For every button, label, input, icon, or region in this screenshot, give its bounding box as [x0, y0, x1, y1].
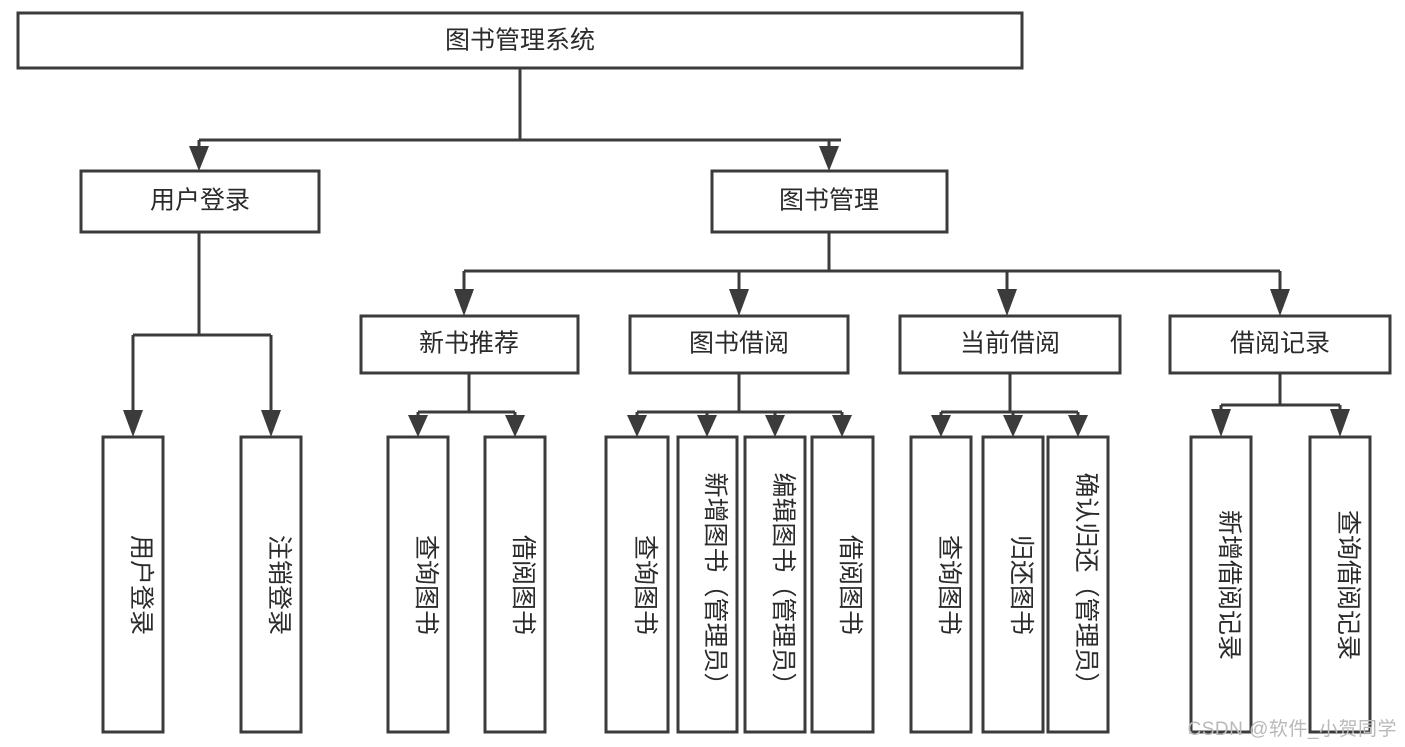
node-current-borrow-box[interactable] — [898, 314, 1122, 375]
arrow-head-leaf-borrow-book-2 — [832, 415, 852, 437]
leaf-query-book-2-label: 查询图书 — [631, 535, 659, 635]
node-book-borrow-box[interactable] — [628, 314, 850, 375]
node-borrow-record-label: 借阅记录 — [1230, 330, 1330, 358]
leaf-edit-book-label: 编辑图书（管理员） — [769, 472, 797, 697]
node-user-login[interactable]: 用户登录 — [79, 169, 321, 234]
leaf-add-book-box[interactable] — [676, 435, 739, 734]
leaf-user-login-label: 用户登录 — [127, 535, 155, 635]
node-root-label: 图书管理系统 — [445, 27, 595, 55]
node-user-login-box[interactable] — [79, 169, 321, 234]
arrow-head-leaf-return-book — [1003, 415, 1023, 437]
leaf-borrow-book-1-box[interactable] — [483, 435, 547, 734]
arrow-head-new-book-recommend — [454, 289, 474, 316]
leaf-logout[interactable]: 注销登录 — [239, 435, 303, 734]
node-current-borrow-label: 当前借阅 — [960, 330, 1060, 358]
leaf-borrow-book-1-label: 借阅图书 — [509, 535, 537, 635]
leaf-query-record[interactable]: 查询借阅记录 — [1308, 435, 1372, 734]
leaf-return-book-box[interactable] — [981, 435, 1045, 734]
leaf-query-book-3-label: 查询图书 — [935, 535, 963, 635]
leaf-query-book-1-label: 查询图书 — [412, 535, 440, 635]
leaf-user-login[interactable]: 用户登录 — [101, 435, 165, 734]
node-book-manage[interactable]: 图书管理 — [710, 169, 949, 234]
node-book-manage-box[interactable] — [710, 169, 949, 234]
leaf-add-record-label: 新增借阅记录 — [1215, 510, 1243, 660]
leaf-add-record-box[interactable] — [1189, 435, 1253, 734]
leaf-query-book-3-box[interactable] — [909, 435, 973, 734]
arrow-head-leaf-user-login — [123, 410, 143, 437]
node-root-box[interactable] — [16, 11, 1024, 70]
arrow-head-leaf-query-book-1 — [408, 415, 428, 437]
leaf-logout-box[interactable] — [239, 435, 303, 734]
leaf-add-record[interactable]: 新增借阅记录 — [1189, 435, 1253, 734]
arrow-head-book-manage — [819, 146, 839, 171]
leaf-edit-book[interactable]: 编辑图书（管理员） — [743, 435, 807, 734]
node-book-borrow-label: 图书借阅 — [689, 330, 789, 358]
arrow-head-leaf-add-record — [1211, 409, 1231, 437]
node-book-manage-label: 图书管理 — [779, 187, 879, 215]
arrow-head-user-login — [189, 146, 209, 171]
arrow-head-borrow-record — [1270, 289, 1290, 316]
leaf-add-book[interactable]: 新增图书（管理员） — [676, 435, 739, 734]
arrow-head-leaf-add-book — [697, 415, 717, 437]
node-borrow-record-box[interactable] — [1168, 314, 1392, 375]
leaf-query-record-box[interactable] — [1308, 435, 1372, 734]
leaf-edit-book-box[interactable] — [743, 435, 807, 734]
leaf-query-book-2[interactable]: 查询图书 — [604, 435, 670, 734]
node-new-book-recommend[interactable]: 新书推荐 — [359, 314, 580, 375]
watermark-label: CSDN @软件_小贺同学 — [1187, 719, 1397, 740]
arrow-head-leaf-confirm-return — [1068, 415, 1088, 437]
node-user-login-label: 用户登录 — [150, 187, 250, 215]
node-new-book-recommend-label: 新书推荐 — [419, 330, 519, 358]
arrow-head-leaf-query-book-2 — [627, 415, 647, 437]
arrow-head-leaf-edit-book — [765, 415, 785, 437]
edge-layer — [123, 68, 1350, 437]
arrow-head-book-borrow — [729, 289, 749, 316]
leaf-confirm-return-box[interactable] — [1046, 435, 1110, 734]
arrow-head-leaf-borrow-book-1 — [505, 415, 525, 437]
leaf-logout-label: 注销登录 — [265, 535, 293, 635]
node-borrow-record[interactable]: 借阅记录 — [1168, 314, 1392, 375]
arrow-head-current-borrow — [997, 289, 1017, 316]
leaf-query-book-2-box[interactable] — [604, 435, 670, 734]
leaf-add-book-label: 新增图书（管理员） — [701, 472, 729, 697]
leaf-return-book[interactable]: 归还图书 — [981, 435, 1045, 734]
leaf-confirm-return[interactable]: 确认归还（管理员） — [1046, 435, 1110, 734]
arrow-head-leaf-logout — [261, 410, 281, 437]
leaf-query-record-label: 查询借阅记录 — [1334, 510, 1362, 660]
leaf-user-login-box[interactable] — [101, 435, 165, 734]
leaf-return-book-label: 归还图书 — [1007, 535, 1035, 635]
arrow-head-leaf-query-record — [1330, 409, 1350, 437]
leaf-confirm-return-label: 确认归还（管理员） — [1072, 472, 1100, 697]
leaf-borrow-book-1[interactable]: 借阅图书 — [483, 435, 547, 734]
leaf-borrow-book-2-label: 借阅图书 — [836, 535, 864, 635]
node-book-borrow[interactable]: 图书借阅 — [628, 314, 850, 375]
leaf-query-book-1[interactable]: 查询图书 — [386, 435, 450, 734]
leaf-borrow-book-2[interactable]: 借阅图书 — [810, 435, 875, 734]
leaf-query-book-3[interactable]: 查询图书 — [909, 435, 973, 734]
node-new-book-recommend-box[interactable] — [359, 314, 580, 375]
node-root[interactable]: 图书管理系统 — [16, 11, 1024, 70]
leaf-query-book-1-box[interactable] — [386, 435, 450, 734]
leaf-borrow-book-2-box[interactable] — [810, 435, 875, 734]
node-current-borrow[interactable]: 当前借阅 — [898, 314, 1122, 375]
arrow-head-leaf-query-book-3 — [931, 415, 951, 437]
